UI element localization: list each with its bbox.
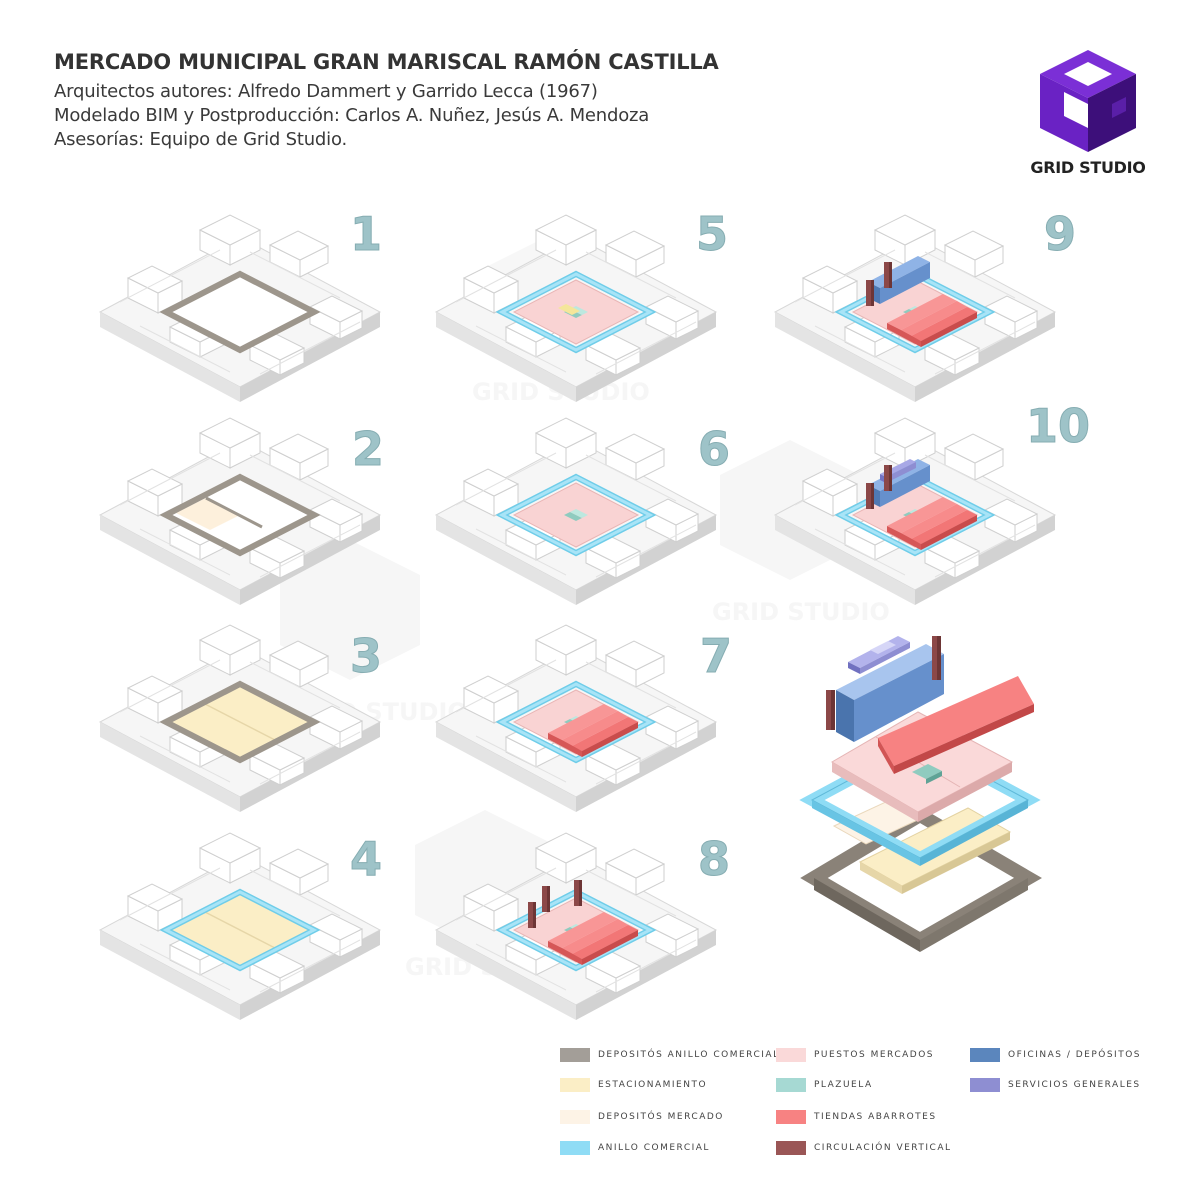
legend-label: DEPOSITÓS ANILLO COMERCIAL [598,1050,780,1060]
legend-label: SERVICIOS GENERALES [1008,1080,1141,1090]
legend-item-puestos: PUESTOS MERCADOS [776,1046,934,1064]
legend-label: PUESTOS MERCADOS [814,1050,934,1060]
step-9-diagram: 9 [775,207,1076,402]
step-4-diagram: 4 [100,832,382,1020]
legend-label: CIRCULACIÓN VERTICAL [814,1143,952,1153]
legend-swatch [776,1078,806,1092]
legend-swatch [776,1048,806,1062]
step-number-8: 8 [698,832,730,886]
legend-swatch [560,1141,590,1155]
legend-item-deposito-anillo: DEPOSITÓS ANILLO COMERCIAL [560,1046,780,1064]
legend-label: TIENDAS ABARROTES [814,1112,937,1122]
step-10-diagram: 10 [775,399,1090,605]
legend-label: DEPOSITÓS MERCADO [598,1112,724,1122]
legend-item-tiendas: TIENDAS ABARROTES [776,1108,937,1126]
legend-item-plazuela: PLAZUELA [776,1076,873,1094]
legend-label: ANILLO COMERCIAL [598,1143,710,1153]
step-1-diagram: 1 [100,207,382,402]
legend-swatch [560,1048,590,1062]
step-number-1: 1 [350,207,382,261]
legend: DEPOSITÓS ANILLO COMERCIAL ESTACIONAMIEN… [560,1046,1180,1166]
legend-swatch [776,1141,806,1155]
legend-item-anillo-comercial: ANILLO COMERCIAL [560,1139,710,1157]
legend-item-deposito-mercado: DEPOSITÓS MERCADO [560,1108,724,1126]
legend-item-servicios: SERVICIOS GENERALES [970,1076,1141,1094]
step-number-4: 4 [350,832,382,886]
legend-swatch [970,1078,1000,1092]
step-number-5: 5 [696,207,728,261]
step-5-diagram: 5 [436,207,728,402]
legend-label: OFICINAS / DEPÓSITOS [1008,1050,1141,1060]
step-number-9: 9 [1044,207,1076,261]
exploded-axonometric [812,636,1034,952]
legend-label: PLAZUELA [814,1080,873,1090]
legend-swatch [560,1078,590,1092]
legend-label: ESTACIONAMIENTO [598,1080,707,1090]
step-number-10: 10 [1026,399,1090,453]
legend-item-estacionamiento: ESTACIONAMIENTO [560,1076,707,1094]
watermark-text-3: GRID STUDIO [712,598,890,626]
legend-swatch [776,1110,806,1124]
step-number-6: 6 [698,422,730,476]
step-6-diagram: 6 [436,418,730,605]
legend-swatch [970,1048,1000,1062]
step-number-3: 3 [350,629,382,683]
step-number-7: 7 [700,629,732,683]
legend-swatch [560,1110,590,1124]
legend-item-circulacion: CIRCULACIÓN VERTICAL [776,1139,952,1157]
step-number-2: 2 [352,422,384,476]
legend-item-oficinas: OFICINAS / DEPÓSITOS [970,1046,1141,1064]
step-7-diagram: 7 [436,625,732,812]
